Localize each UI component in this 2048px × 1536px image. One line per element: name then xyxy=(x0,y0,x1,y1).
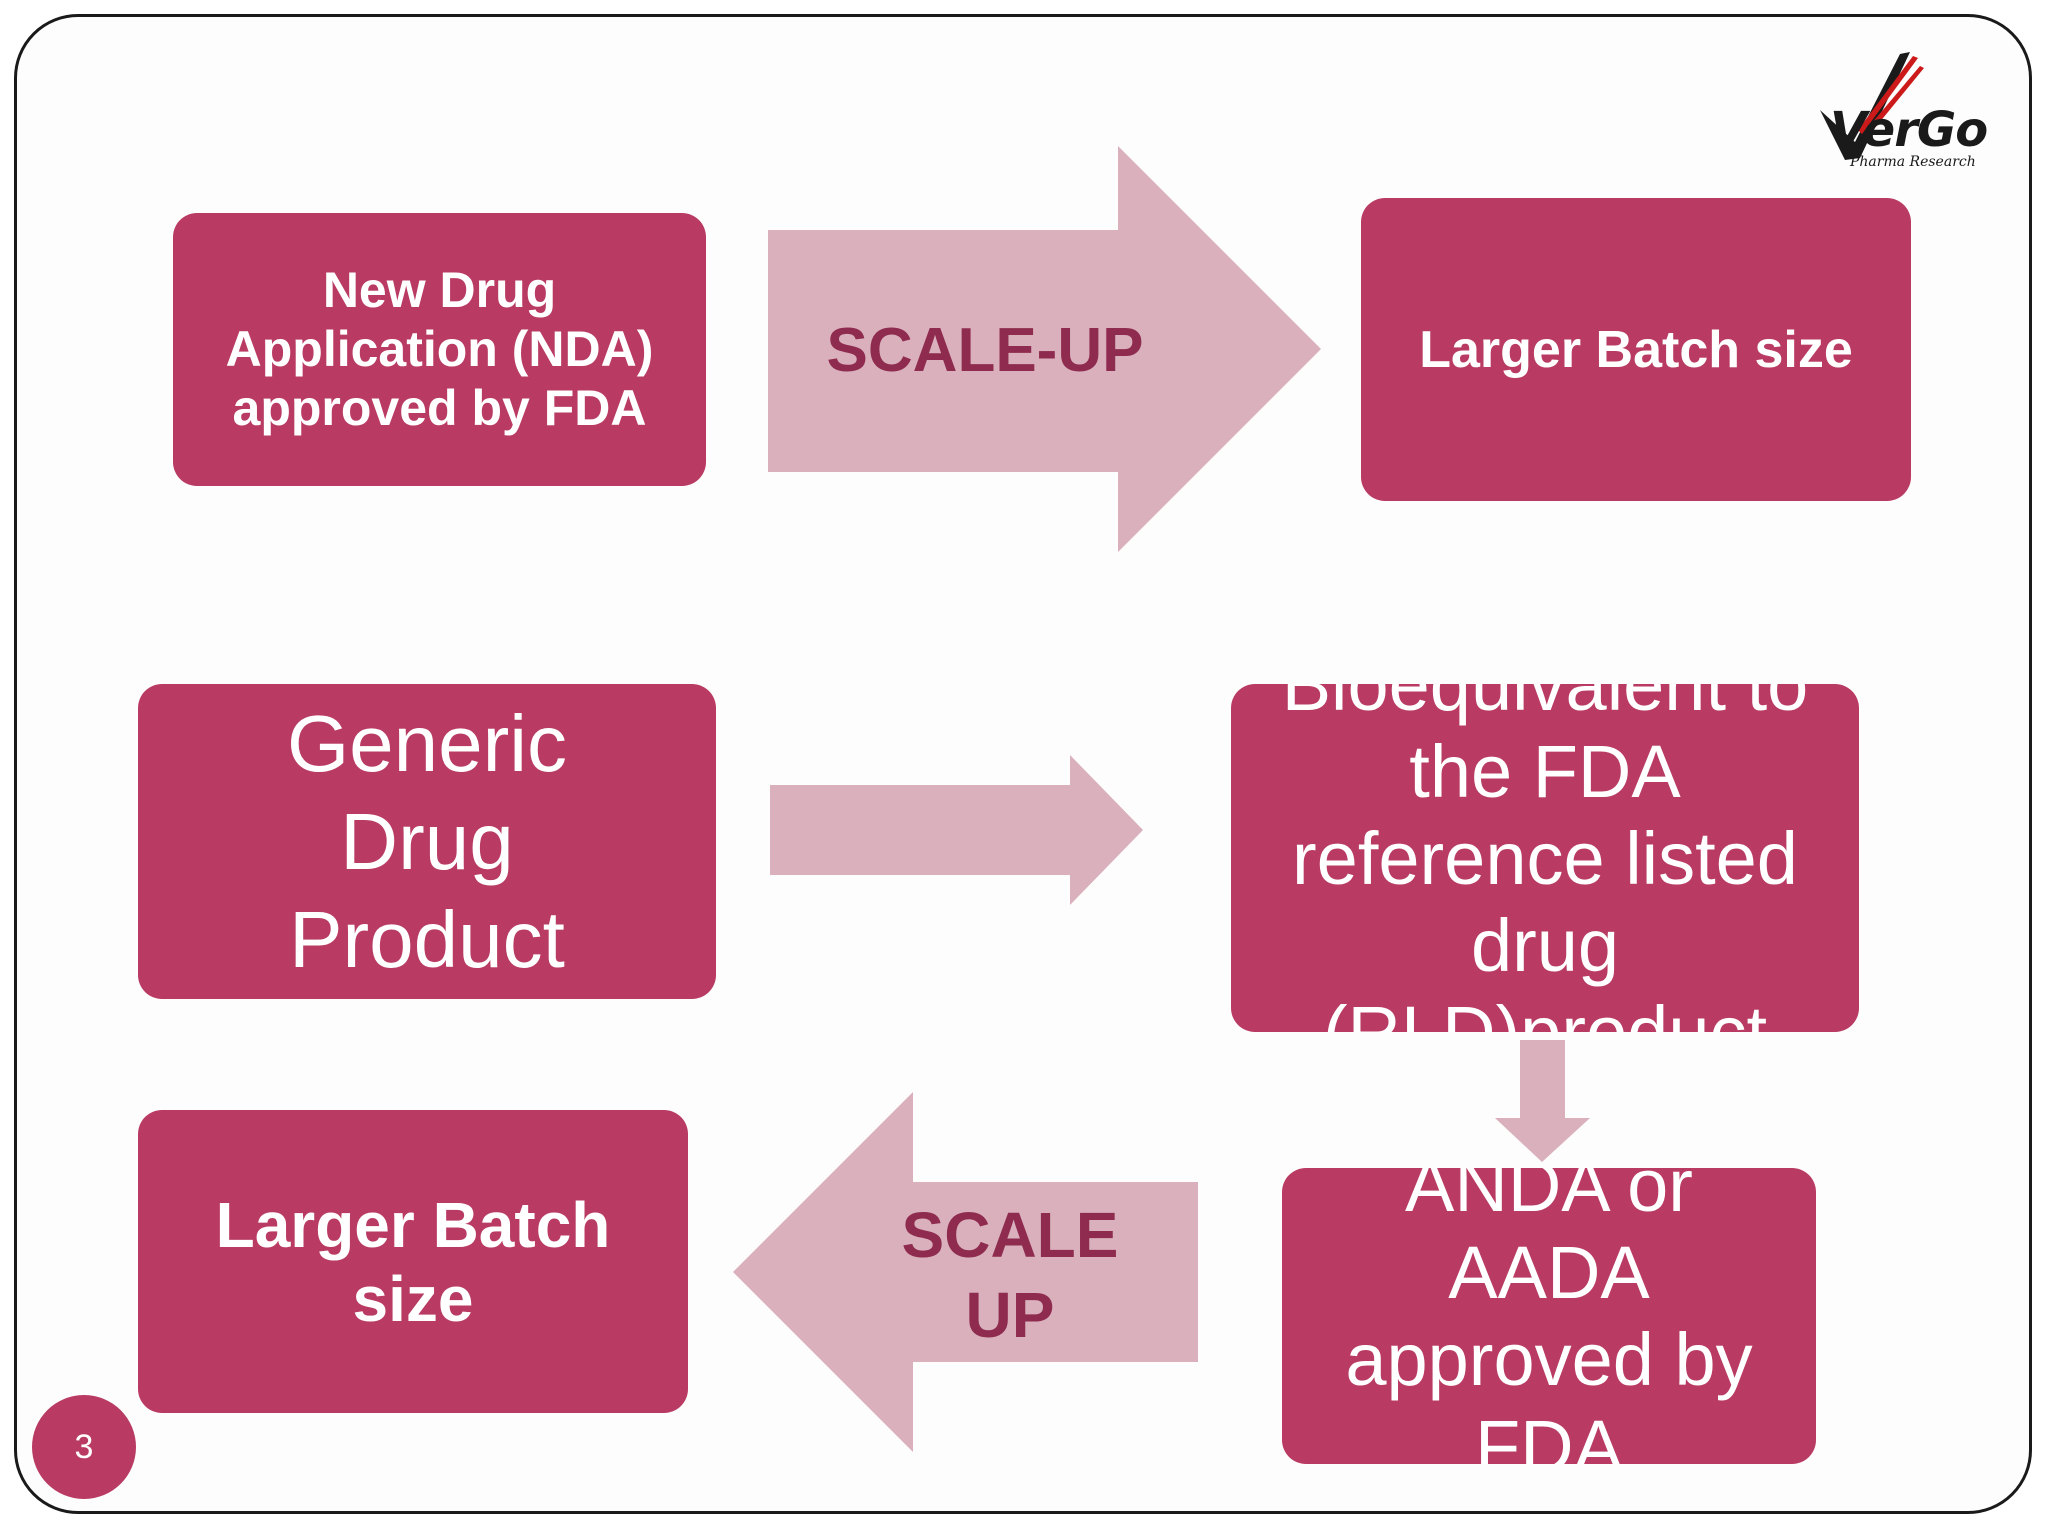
bioeq-line-1: Bioequivalent to xyxy=(1281,684,1809,726)
anda-line-3: approved by xyxy=(1345,1318,1753,1401)
bioeq-line-5: (RLD)product xyxy=(1322,990,1768,1033)
generic-drug-box: Generic Drug Product xyxy=(138,684,716,999)
down-arrow xyxy=(1495,1040,1590,1162)
scale-up-right-arrow xyxy=(768,146,1321,552)
larger-batch-bottom-line-2: size xyxy=(352,1262,474,1335)
larger-batch-bottom-line-1: Larger Batch xyxy=(215,1188,611,1261)
nda-line-2: Application (NDA) xyxy=(225,321,654,377)
bioeq-line-2: the FDA xyxy=(1409,729,1681,813)
anda-aada-box: ANDA or AADA approved by FDA xyxy=(1282,1168,1816,1464)
generic-line-1: Generic xyxy=(286,698,568,788)
anda-line-2: AADA xyxy=(1448,1231,1650,1314)
larger-batch-box-top: Larger Batch size xyxy=(1361,198,1911,501)
vergo-logo: VerGo Pharma Research xyxy=(1800,50,1988,180)
page-number-badge: 3 xyxy=(32,1395,136,1499)
generic-line-3: Product xyxy=(289,894,565,984)
nda-line-3: approved by FDA xyxy=(232,380,647,436)
scale-label-line-2: UP xyxy=(965,1279,1055,1351)
logo-subtitle: Pharma Research xyxy=(1850,154,1976,170)
anda-line-4: FDA xyxy=(1474,1405,1623,1464)
larger-batch-box-bottom: Larger Batch size xyxy=(138,1110,688,1413)
bioequivalent-box: Bioequivalent to the FDA reference liste… xyxy=(1231,684,1859,1032)
larger-batch-top-label: Larger Batch size xyxy=(1419,320,1853,379)
scale-up-label-top: SCALE-UP xyxy=(826,315,1144,385)
nda-line-1: New Drug xyxy=(322,262,557,318)
scale-label-line-1: SCALE xyxy=(901,1199,1119,1271)
generic-line-2: Drug xyxy=(340,796,514,886)
bioeq-line-4: drug xyxy=(1470,903,1620,987)
nda-approved-box: New Drug Application (NDA) approved by F… xyxy=(173,213,706,486)
right-arrow-generic xyxy=(770,755,1143,905)
scale-up-label-bottom: SCALE UP xyxy=(870,1190,1150,1360)
logo-swoosh-icon xyxy=(1820,52,1924,160)
bioeq-line-3: reference listed xyxy=(1292,816,1798,900)
logo-wordmark: VerGo xyxy=(1830,102,1988,158)
scale-up-left-arrow xyxy=(733,1092,1198,1452)
anda-line-1: ANDA or xyxy=(1405,1168,1693,1227)
